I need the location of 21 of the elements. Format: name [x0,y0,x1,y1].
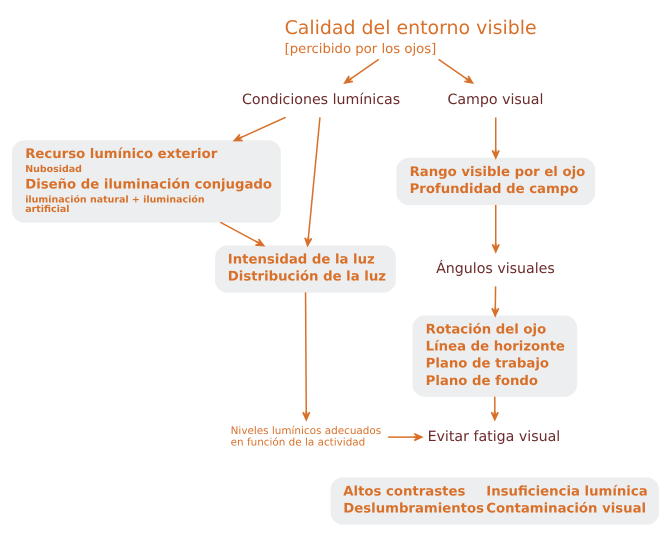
arrow [491,286,500,316]
arrow [234,116,286,141]
node-text: Campo visual [447,91,544,108]
arrow [302,292,310,420]
node-box: Intensidad de la luz Distribución de la luz [215,244,396,292]
node-text: Condiciones lumínicas [242,91,400,108]
arrow [344,58,380,84]
arrow [492,116,500,158]
node-text: Niveles lumínicos adecuados en función de la actividad [230,424,382,448]
node-text: Evitar fatiga visual [428,428,560,444]
arrow [490,396,499,420]
node-text: Calidad del entorno visible [percibido por los ojos] [284,16,537,56]
node-box: Rango visible por el ojo Profundidad de campo [396,157,596,205]
node-text: Ángulos visuales [436,260,555,276]
arrow [304,116,321,246]
arrow [492,204,500,252]
arrow [438,58,474,84]
arrow [220,221,265,246]
node-box: Recurso lumínico exterior Nubosidad Diseño de iluminación conjugado iluminación natural + iluminación artificial [12,140,281,222]
node-box: Rotación del ojo Línea de horizonte Plano de trabajo Plano de fondo [412,314,578,396]
arrow [388,432,423,441]
